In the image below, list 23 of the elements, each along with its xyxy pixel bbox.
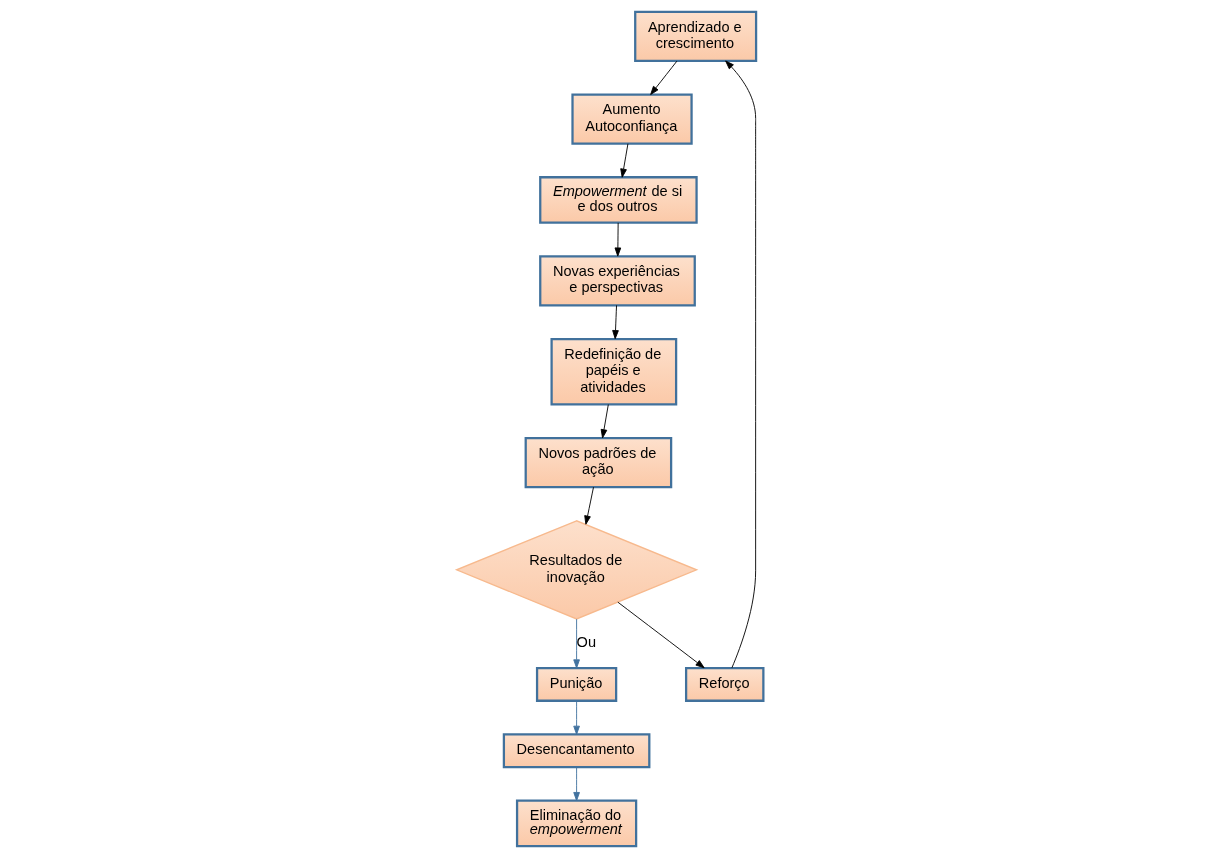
arrow (649, 60, 677, 95)
arrow (611, 304, 619, 340)
arrow (572, 766, 580, 802)
node-box: Punição (535, 666, 617, 702)
node-box: Desencantamento (502, 733, 650, 769)
node-diamond: Resultados de inovação (454, 520, 698, 620)
node-box: Reforço (684, 666, 764, 702)
node-box: Aprendizado e crescimento (633, 10, 757, 63)
arrow (600, 404, 609, 439)
node-box: Novas experiências e perspectivas (538, 255, 696, 307)
edge-label: Ou (576, 633, 596, 650)
arrow (572, 618, 580, 669)
node-box: Redefinição de papéis e atividades (549, 337, 677, 406)
arrow (614, 222, 621, 257)
arrow (616, 601, 705, 669)
node-box: Novos padrões de ação (524, 436, 672, 489)
arrow (724, 60, 756, 669)
arrow (572, 700, 580, 735)
node-box: Eliminação do empowerment (515, 799, 637, 848)
arrow (583, 486, 594, 525)
arrow (619, 143, 628, 178)
node-box: Empowerment de si e dos outros (538, 176, 698, 224)
node-box: Aumento Autoconfiança (570, 93, 693, 145)
